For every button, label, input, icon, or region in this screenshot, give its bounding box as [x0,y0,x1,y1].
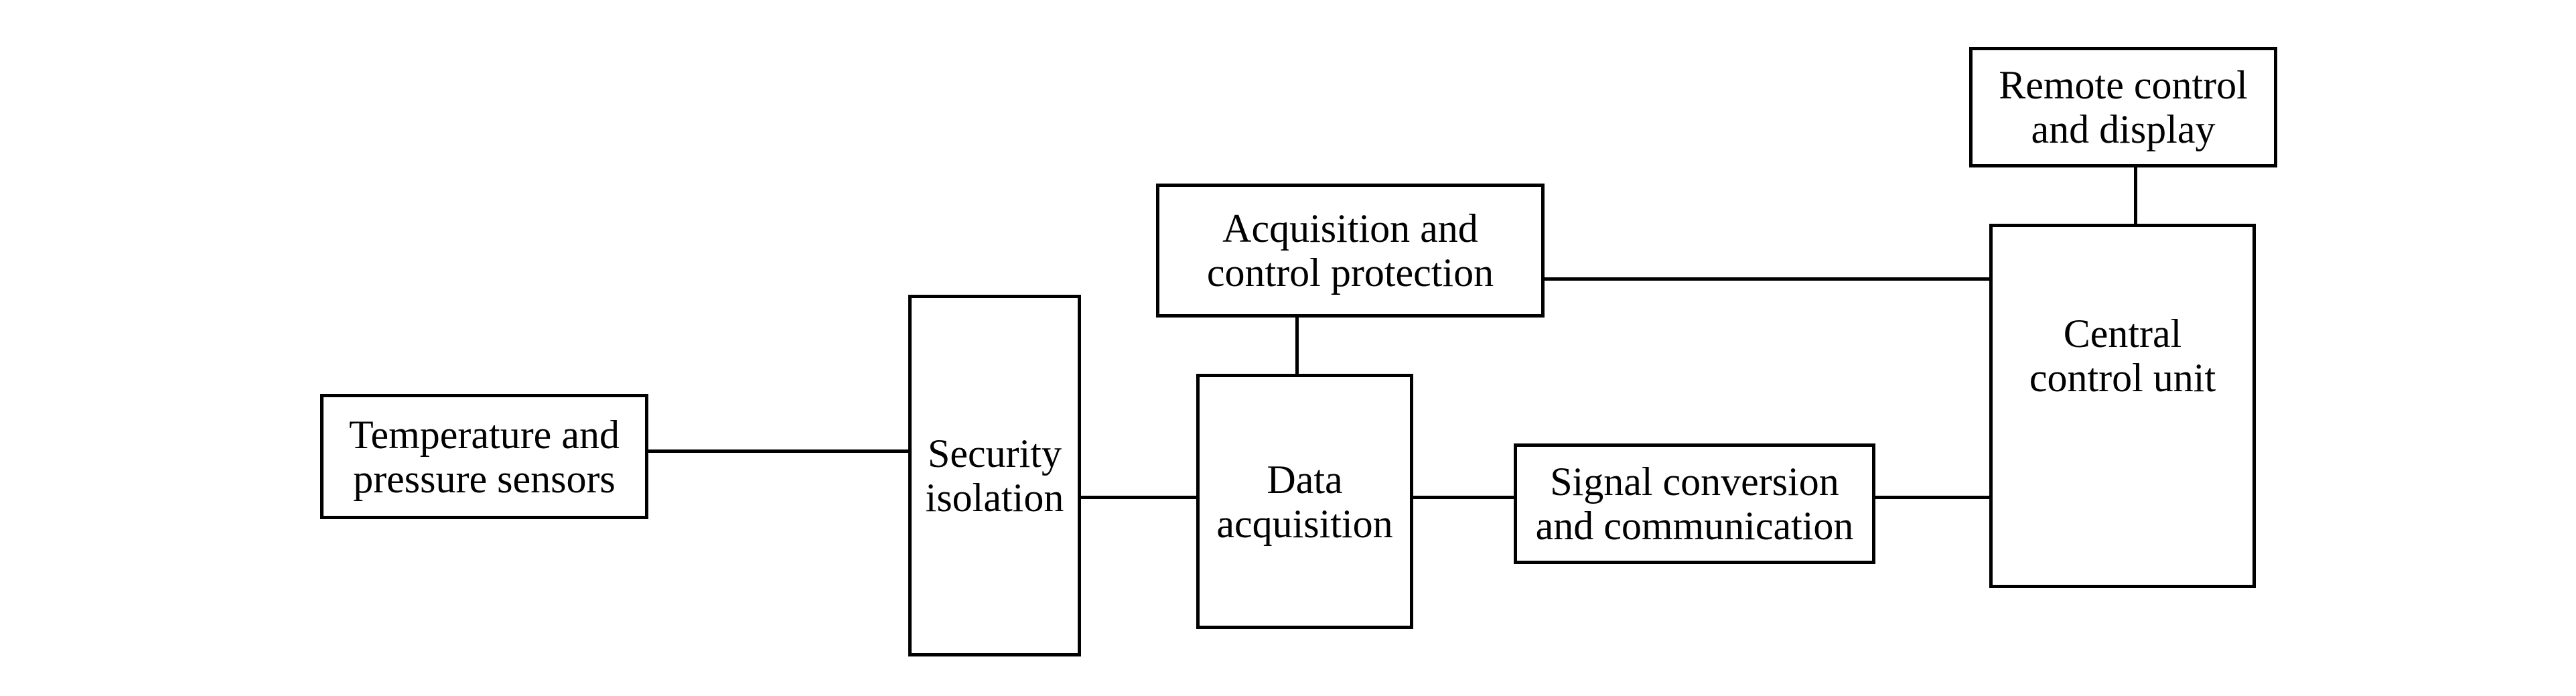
protection-label-line-2: control protection [1206,251,1494,295]
remote-control-display-box: Remote control and display [1969,47,2277,167]
protection-label-line-1: Acquisition and [1222,206,1478,251]
sensors-label-line-2: pressure sensors [353,456,616,501]
connector-acquisition-protection [1295,315,1299,376]
acquisition-label-line-1: Data [1267,457,1343,502]
conversion-label-line-1: Signal conversion [1550,460,1839,504]
connector-central-remote [2134,165,2137,226]
central-label-line-1: Central [2063,311,2182,356]
central-label-line-2: control unit [2029,356,2216,400]
connector-acquisition-conversion [1411,496,1516,499]
security-isolation-box: Security isolation [908,295,1081,656]
remote-label-line-1: Remote control [1999,63,2248,107]
isolation-label-line-2: isolation [925,476,1064,520]
connector-conversion-central [1873,496,1992,499]
temperature-pressure-sensors-box: Temperature and pressure sensors [320,394,648,519]
isolation-label-line-1: Security [928,431,1062,476]
signal-conversion-communication-box: Signal conversion and communication [1514,443,1875,564]
remote-label-line-2: and display [2031,107,2216,151]
sensors-label-line-1: Temperature and [349,412,620,457]
connector-sensors-isolation [646,449,911,453]
conversion-label-line-2: and communication [1535,504,1854,548]
connector-protection-central [1542,277,1992,281]
acquisition-control-protection-box: Acquisition and control protection [1156,184,1545,318]
central-control-unit-box: Central control unit [1989,224,2256,588]
connector-isolation-acquisition [1078,496,1199,499]
data-acquisition-box: Data acquisition [1196,374,1413,629]
acquisition-label-line-2: acquisition [1216,501,1393,546]
